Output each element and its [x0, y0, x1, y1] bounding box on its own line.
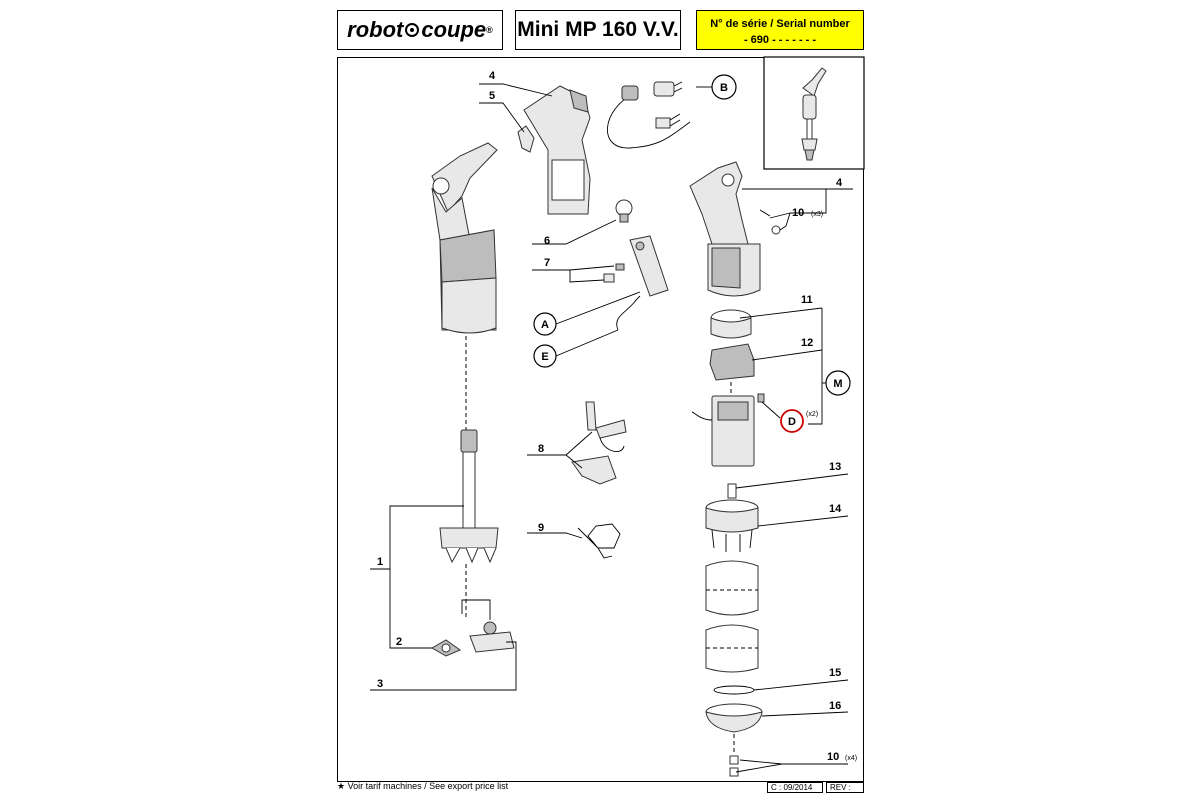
registered-mark: ®: [486, 25, 493, 35]
screws-top: [759, 209, 781, 235]
wire-e-part: [616, 295, 641, 331]
motor-part: [691, 393, 765, 467]
end-cap-part: [705, 703, 763, 733]
handle-shell-part: [523, 85, 591, 215]
footer-code: C : 09/2014: [767, 782, 823, 793]
footer-note: ★ Voir tarif machines / See export price…: [337, 781, 509, 791]
callout-11: 11: [801, 294, 813, 306]
motor-base-part: [705, 499, 759, 552]
knob-part: [615, 199, 633, 223]
circle-callouts: B A E M D: [533, 74, 851, 433]
assembled-blender-left: [431, 142, 498, 334]
leader-lines: [370, 83, 853, 773]
callout-d-qty: (x2): [806, 411, 818, 418]
shaft-foot-assembly: [439, 429, 499, 564]
diagram-frame: [337, 57, 864, 782]
logo-swirl-icon: [405, 23, 420, 37]
motor-cap-part: [709, 343, 755, 381]
callout-7: 7: [544, 257, 550, 269]
footer-rev: REV :: [826, 782, 864, 793]
callout-16: 16: [829, 700, 841, 712]
screws-bottom: [729, 755, 739, 777]
handle-right: [689, 161, 761, 297]
body-sleeves: [705, 560, 759, 673]
callout-1: 1: [377, 556, 383, 568]
callout-a: A: [541, 319, 549, 331]
callout-9: 9: [538, 522, 544, 534]
callout-d: D: [788, 416, 796, 428]
callout-labels: 4 5 6 7 8 9 1 2 3 4 10 (x3) 11 12 (x2) 1…: [377, 70, 857, 763]
callout-4-top: 4: [489, 70, 496, 82]
callout-14: 14: [829, 503, 842, 515]
model-title: Mini MP 160 V.V.: [515, 10, 681, 50]
callout-13: 13: [829, 461, 841, 473]
callout-4-right: 4: [836, 177, 843, 189]
callout-3: 3: [377, 678, 383, 690]
serial-value: - 690 - - - - - - -: [743, 34, 817, 46]
speed-control-part: [571, 401, 627, 485]
switch-board-part: [603, 235, 669, 297]
callout-10-top: 10: [792, 207, 804, 219]
callout-b: B: [720, 82, 728, 94]
callout-10-top-qty: (x3): [811, 211, 823, 218]
callout-15: 15: [829, 667, 841, 679]
callout-8: 8: [538, 443, 544, 455]
callout-10-bottom: 10: [827, 751, 839, 763]
spring-part: [577, 523, 621, 559]
coupler-part: [727, 483, 737, 499]
clip-part: [517, 125, 535, 153]
serial-number-box: N° de série / Serial number - 690 - - - …: [696, 10, 864, 50]
callout-6: 6: [544, 235, 550, 247]
callout-e: E: [541, 351, 548, 363]
o-ring-part: [713, 685, 755, 695]
inset-thumbnail: [763, 56, 865, 170]
brand-right: coupe: [421, 17, 487, 42]
callout-12: 12: [801, 337, 813, 349]
serial-label: N° de série / Serial number: [710, 18, 850, 30]
callout-5: 5: [489, 90, 495, 102]
brand-left: robot: [347, 17, 404, 42]
fan-part: [710, 309, 752, 339]
callout-m: M: [833, 378, 842, 390]
robot-coupe-logo: robot coupe ®: [337, 10, 503, 50]
callout-2: 2: [396, 636, 402, 648]
callout-10-bottom-qty: (x4): [845, 755, 857, 762]
blade-parts: [430, 599, 515, 657]
power-cable-part: [606, 81, 691, 149]
